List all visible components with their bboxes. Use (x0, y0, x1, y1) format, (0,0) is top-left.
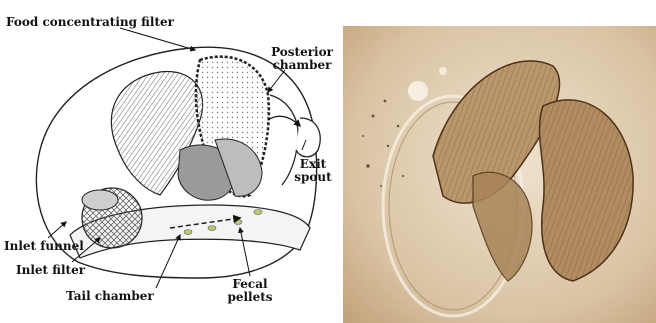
label-tail-chamber: Tail chamber (66, 290, 154, 303)
label-inlet-filter: Inlet filter (16, 264, 85, 277)
label-food-concentrating-filter: Food concentrating filter (6, 16, 174, 29)
label-inlet-funnel: Inlet funnel (4, 240, 84, 253)
label-fecal-line2: pellets (222, 291, 278, 304)
label-posterior-chamber: Posterior chamber (270, 46, 334, 72)
photo-bubble-highlight (408, 81, 428, 101)
exit-spout (296, 118, 320, 157)
label-exit-spout: Exit spout (292, 158, 334, 184)
label-posterior-line2: chamber (270, 59, 334, 72)
label-fecal-pellets: Fecal pellets (222, 278, 278, 304)
label-exit-line2: spout (292, 171, 334, 184)
house-photograph (343, 26, 656, 323)
inlet-funnel-mouth (82, 190, 118, 210)
